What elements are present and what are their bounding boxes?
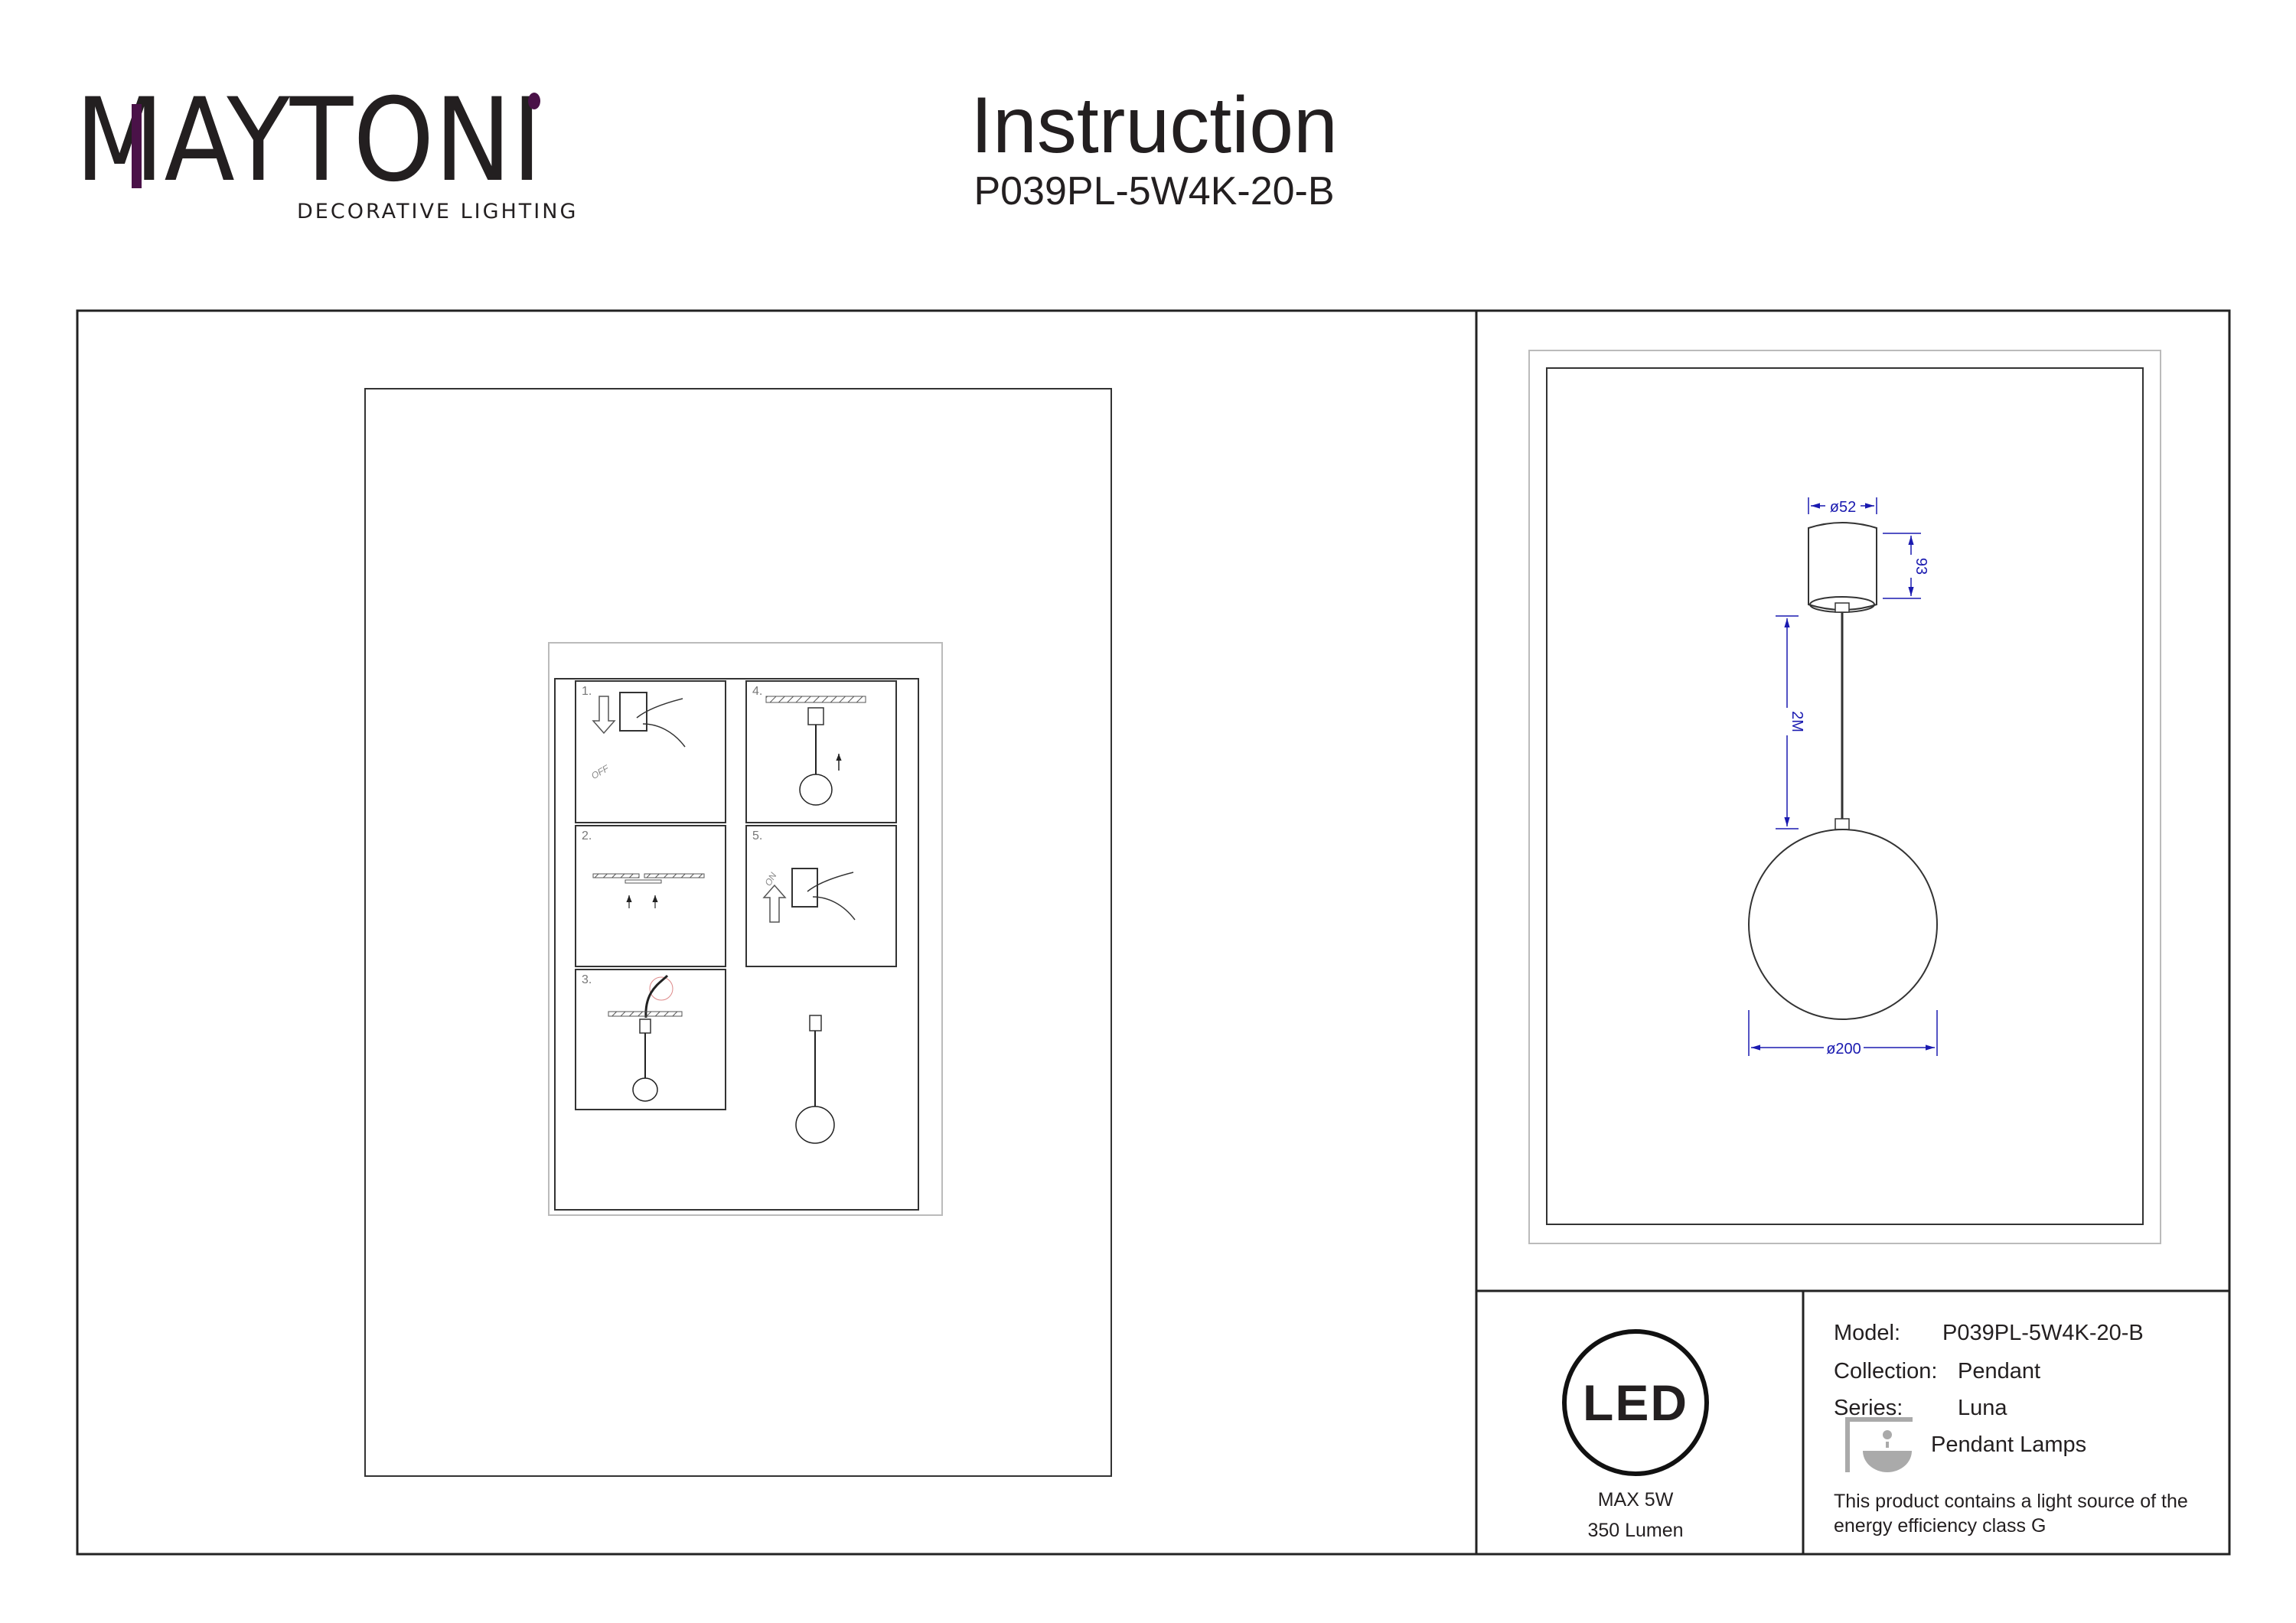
category-label: Pendant Lamps bbox=[1931, 1432, 2087, 1457]
logo-accent-bar bbox=[132, 104, 142, 188]
assembled-lamp-illustration bbox=[795, 1015, 835, 1144]
canopy-diameter-label: ø52 bbox=[1830, 499, 1856, 516]
led-badge-circle bbox=[1562, 1329, 1709, 1476]
max-power: MAX 5W bbox=[1597, 1489, 1674, 1511]
step-1-number: 1. bbox=[582, 685, 592, 698]
step-3-number: 3. bbox=[582, 973, 592, 986]
shade-diameter-label: ø200 bbox=[1826, 1041, 1861, 1058]
canopy-height-label: 93 bbox=[1913, 558, 1929, 575]
instruction-page bbox=[364, 388, 1112, 1477]
lamp-drawing bbox=[1748, 522, 1938, 1020]
logo-text: MAYTONI bbox=[75, 74, 543, 207]
maytoni-logo: MAYTONI bbox=[75, 83, 542, 198]
drawing-outer-frame bbox=[1528, 350, 2161, 1244]
led-badge-text: LED bbox=[1583, 1374, 1688, 1431]
steps-inner-frame bbox=[554, 678, 919, 1211]
cord-length-label: 2M bbox=[1789, 711, 1805, 732]
steps-image-border bbox=[548, 642, 943, 1216]
logo-tagline: DECORATIVE LIGHTING bbox=[297, 200, 579, 223]
step-4-number: 4. bbox=[752, 685, 763, 698]
logo-accent-dot bbox=[528, 93, 540, 109]
model-value: P039PL-5W4K-20-B bbox=[1942, 1321, 2144, 1345]
pendant-lamp-icon bbox=[1845, 1417, 1913, 1472]
lumen-output: 350 Lumen bbox=[1587, 1520, 1684, 1541]
step-5-number: 5. bbox=[752, 829, 763, 842]
step-5-illustration bbox=[745, 825, 897, 967]
page-title: Instruction bbox=[970, 81, 1338, 170]
step-1-illustration bbox=[575, 680, 726, 823]
energy-class-line-1: This product contains a light source of … bbox=[1834, 1491, 2188, 1512]
series-label: Series: bbox=[1834, 1396, 1903, 1420]
step-4-illustration bbox=[745, 680, 897, 823]
energy-class-line-2: energy efficiency class G bbox=[1834, 1515, 2047, 1537]
model-subtitle: P039PL-5W4K-20-B bbox=[974, 169, 1335, 213]
series-value: Luna bbox=[1958, 1396, 2007, 1420]
step-2-illustration bbox=[575, 825, 726, 967]
outer-frame bbox=[76, 309, 2231, 1556]
collection-value: Pendant bbox=[1958, 1359, 2041, 1383]
drawing-inner-frame bbox=[1546, 367, 2144, 1225]
step-2-number: 2. bbox=[582, 829, 592, 842]
step-3-illustration bbox=[575, 969, 726, 1110]
collection-label: Collection: bbox=[1834, 1359, 1938, 1383]
model-label: Model: bbox=[1834, 1321, 1901, 1345]
